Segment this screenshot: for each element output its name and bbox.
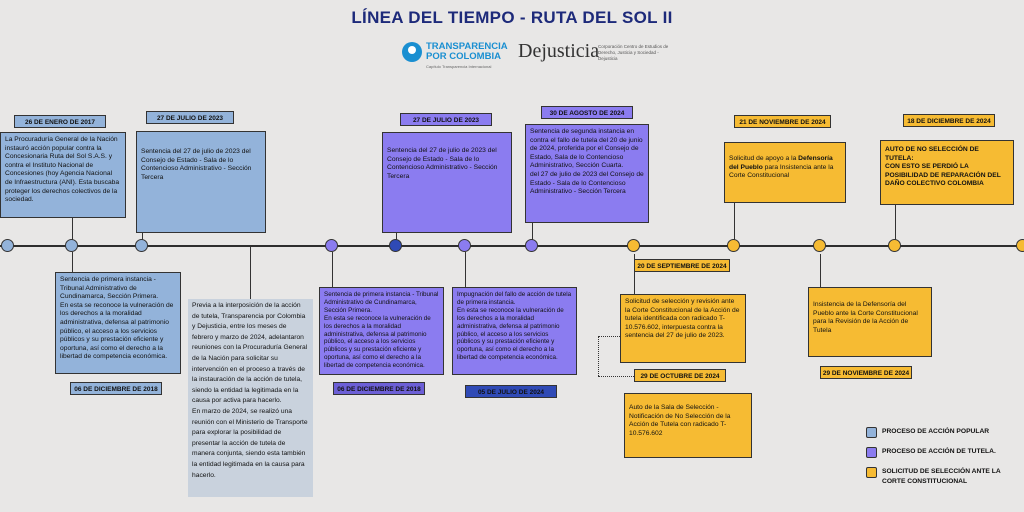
event-box: La Procuraduría General de la Nación ins… [0,132,126,218]
connector [634,254,635,259]
timeline-dot [325,239,338,252]
connector [895,205,896,240]
connector [332,252,333,287]
tp-logo-sub: Capítulo Transparencia Internacional [426,64,492,69]
tp-logo-line2: POR COLOMBIA [426,51,501,62]
event-date-label: 21 DE NOVIEMBRE DE 2024 [734,115,831,128]
event-box: Auto de la Sala de Selección - Notificac… [624,393,752,458]
event-date-label: 29 DE NOVIEMBRE DE 2024 [820,366,912,379]
legend-label: SOLICITUD DE SELECCIÓN ANTE LA CORTE CON… [882,468,1001,485]
event-date-label: 20 DE SEPTIEMBRE DE 2024 [634,259,730,272]
dotted-connector [598,336,599,376]
timeline-dot [458,239,471,252]
dejusticia-sub: Corporación Centro de Estudios de Derech… [598,44,669,61]
event-date-label: 26 DE ENERO DE 2017 [14,115,106,128]
event-box: Solicitud de apoyo a la Defensoría del P… [724,142,846,203]
timeline-dot [525,239,538,252]
event-date-label: 27 DE JULIO DE 2023 [146,111,234,124]
event-box: Sentencia del 27 de julio de 2023 del Co… [136,131,266,233]
event-date-label: 27 DE JULIO DE 2023 [400,113,492,126]
event-text: para Insistencia ante la Corte Constituc… [729,163,834,180]
event-box: Insistencia de la Defensoría del Pueblo … [808,287,932,357]
transparencia-logo: TRANSPARENCIA POR COLOMBIA Capítulo Tran… [402,40,512,74]
event-text-bold: Defensoría del Pueblo [729,155,833,171]
timeline-dot [135,239,148,252]
event-date-label: 05 DE JULIO DE 2024 [465,385,557,398]
event-text: Solicitud de apoyo a la [729,155,799,162]
legend-swatch [866,427,877,438]
tp-logo-line1: TRANSPARENCIA [426,41,508,52]
connector [72,252,73,272]
connector [142,233,143,240]
page-title: LÍNEA DEL TIEMPO - RUTA DEL SOL II [351,8,673,27]
event-date-label: 30 DE AGOSTO DE 2024 [541,106,633,119]
event-box: Solicitud de selección y revisión ante l… [620,294,746,363]
event-box: Previa a la interposición de la acción d… [188,299,313,497]
connector [465,252,466,287]
event-box: Sentencia de primera instancia - Tribuna… [55,272,181,374]
timeline-dot [1016,239,1024,252]
legend-swatch [866,447,877,458]
timeline-dot [813,239,826,252]
legend-label: PROCESO DE ACCIÓN POPULAR [882,428,990,435]
connector [734,203,735,240]
globe-icon [402,42,422,62]
timeline-dot [888,239,901,252]
event-box: Sentencia de segunda instancia en contra… [525,124,649,223]
timeline-dot [727,239,740,252]
dejusticia-logo: Dejusticia [518,40,600,62]
connector [820,254,821,287]
connector [634,272,635,294]
connector [532,223,533,240]
event-box: Sentencia de primera instancia - Tribuna… [319,287,444,375]
dotted-connector [598,376,634,377]
event-date-label: 18 DE DICIEMBRE DE 2024 [903,114,995,127]
dotted-connector [598,336,620,337]
timeline-axis [0,245,1024,247]
connector [250,247,251,299]
timeline-dot [389,239,402,252]
event-box: Impugnación del fallo de acción de tutel… [452,287,577,375]
event-box: AUTO DE NO SELECCIÓN DE TUTELA: CON ESTO… [880,140,1014,205]
event-date-label: 29 DE OCTUBRE DE 2024 [634,369,726,382]
timeline-dot [1,239,14,252]
legend-swatch [866,467,877,478]
event-date-label: 06 DE DICIEMBRE DE 2018 [333,382,425,395]
connector [396,233,397,240]
event-date-label: 06 DE DICIEMBRE DE 2018 [70,382,162,395]
legend-label: PROCESO DE ACCIÓN DE TUTELA. [882,448,996,455]
timeline-dot [65,239,78,252]
timeline-dot [627,239,640,252]
event-box: Sentencia del 27 de julio de 2023 del Co… [382,132,512,233]
connector [72,218,73,240]
